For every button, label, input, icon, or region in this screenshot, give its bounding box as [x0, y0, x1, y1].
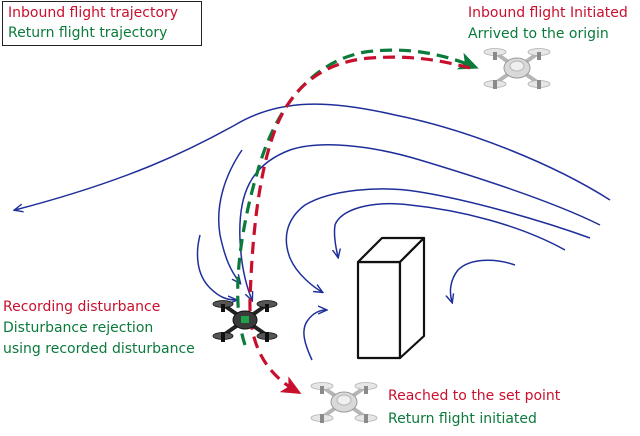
flow-line-inner	[334, 202, 566, 257]
flow-line-loop-left	[217, 149, 243, 283]
origin-label-inbound: Inbound flight Initiated	[468, 5, 628, 21]
building-icon	[356, 236, 426, 360]
drone-icon	[482, 46, 552, 91]
disturbance-label-recording: Recording disturbance	[3, 299, 161, 315]
flow-line-middle	[285, 188, 591, 292]
wind-flow-lines	[15, 103, 611, 361]
flow-line-right	[450, 259, 516, 302]
legend-return-label: Return flight trajectory	[8, 25, 168, 41]
drone-icon	[211, 298, 279, 344]
flow-line-outer	[15, 103, 611, 210]
flow-line-under	[303, 310, 326, 361]
origin-label-arrived: Arrived to the origin	[468, 26, 609, 42]
flow-line-upper	[239, 144, 601, 300]
setpoint-label-return: Return flight initiated	[388, 411, 537, 427]
drone-icon	[309, 380, 379, 425]
legend-inbound-label: Inbound flight trajectory	[8, 5, 179, 21]
disturbance-label-using: using recorded disturbance	[3, 341, 195, 357]
legend	[2, 1, 202, 46]
disturbance-label-rejection: Disturbance rejection	[3, 320, 154, 336]
setpoint-label-reached: Reached to the set point	[388, 388, 561, 404]
flow-line-small-left	[196, 234, 236, 300]
return-flight-trajectory	[236, 48, 479, 346]
